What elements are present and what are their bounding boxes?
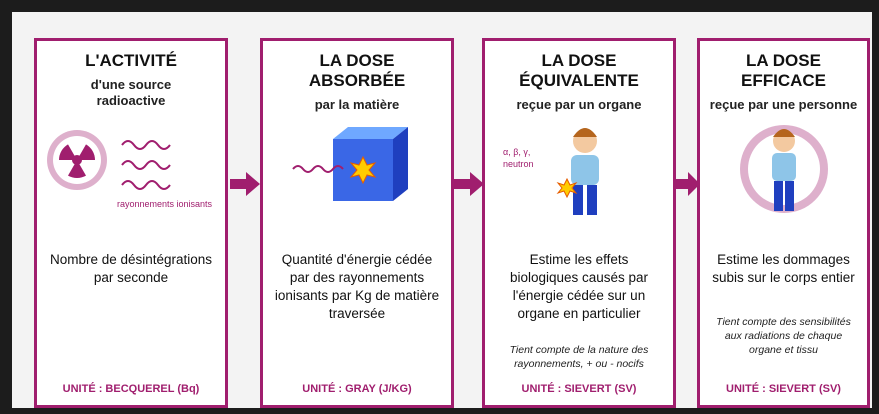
panel-unit: UNITÉ : BECQUEREL (Bq) <box>62 383 200 395</box>
panel-equivalent-dose: LA DOSE ÉQUIVALENTE reçue par un organe … <box>482 38 676 408</box>
panel-absorbed-dose: LA DOSE ABSORBÉE par la matière Quantité… <box>260 38 454 408</box>
panel-effective-dose: LA DOSE EFFICACE reçue par une personne … <box>697 38 870 408</box>
panel-description: Quantité d'énergie cédée par des rayonne… <box>274 252 440 321</box>
panel-description: Estime les effets biologiques causés par… <box>509 252 649 321</box>
illus-label-neutron: neutron <box>503 159 534 169</box>
radiation-person-icon <box>740 125 828 213</box>
panel-unit: UNITÉ : SIEVERT (SV) <box>726 383 841 395</box>
panel-unit: UNITÉ : SIEVERT (SV) <box>521 383 637 395</box>
panel-subtitle: reçue par un organe <box>516 97 642 112</box>
panel-title: LA DOSE ABSORBÉE <box>308 51 406 90</box>
panel-note: Tient compte de la nature des rayonnemen… <box>509 344 649 370</box>
panel-activity: L'ACTIVITÉ d'une source radioactive rayo… <box>34 38 228 408</box>
arrow-right-icon <box>230 172 260 196</box>
panel-description: Estime les dommages subis sur le corps e… <box>712 252 855 285</box>
cube-icon <box>292 127 408 201</box>
illus-label: rayonnements ionisants <box>117 199 213 209</box>
panel-note: Tient compte des sensibilités aux radiat… <box>716 316 851 356</box>
panel-unit: UNITÉ : GRAY (J/KG) <box>302 383 412 395</box>
diagram-frame: L'ACTIVITÉ d'une source radioactive rayo… <box>12 12 872 408</box>
absorbed-illustration <box>263 119 451 219</box>
panel-subtitle: par la matière <box>314 97 400 112</box>
person-icon <box>556 128 599 215</box>
panel-subtitle: d'une source radioactive <box>90 77 172 108</box>
panel-title: L'ACTIVITÉ <box>85 51 177 70</box>
radiation-icon <box>47 130 171 190</box>
panel-description: Nombre de désintégrations par seconde <box>49 252 213 285</box>
illus-label-particles: α, β, γ, <box>503 147 531 157</box>
panel-title: LA DOSE EFFICACE <box>741 51 826 90</box>
panel-subtitle: reçue par une personne <box>709 97 858 112</box>
arrow-right-icon <box>676 172 700 196</box>
wave-icon <box>121 140 171 190</box>
equivalent-illustration: α, β, γ, neutron <box>485 119 673 219</box>
panel-title: LA DOSE ÉQUIVALENTE <box>519 51 639 90</box>
arrow-right-icon <box>454 172 484 196</box>
activity-illustration: rayonnements ionisants <box>37 115 225 215</box>
effective-illustration <box>700 119 867 219</box>
